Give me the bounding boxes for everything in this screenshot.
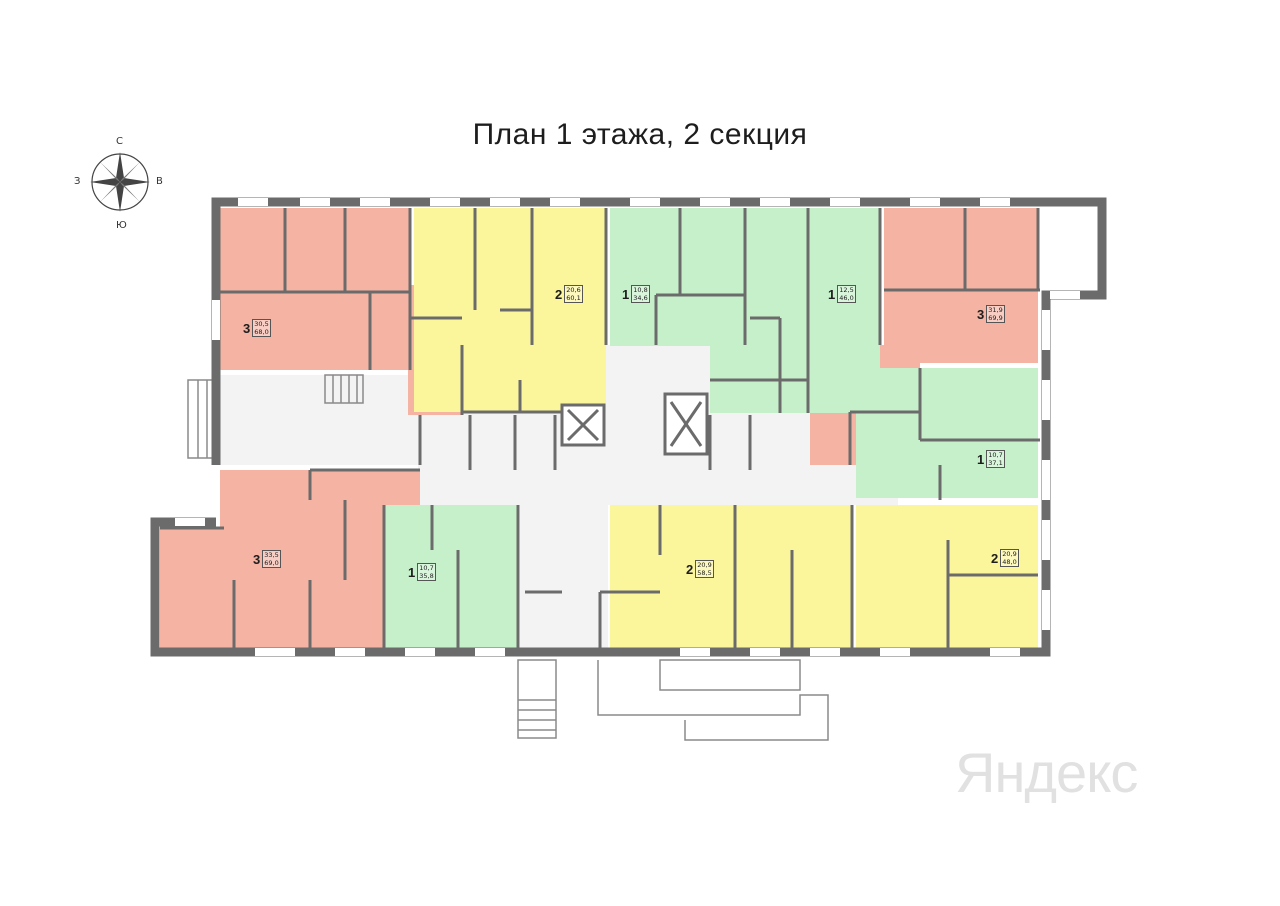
compass-north-label: С [116,136,123,147]
compass-east-label: В [156,176,163,187]
compass-rose-icon [90,152,150,212]
compass-south-label: Ю [116,220,127,231]
interior-walls [160,208,1040,650]
watermark: Яндекс [955,741,1138,804]
elevator-shafts [560,392,709,456]
two-room-apartments [414,208,1038,650]
compass-west-label: З [74,176,81,187]
staircase [324,374,364,404]
plan-title: План 1 этажа, 2 секция [472,118,808,151]
entrance-porch [517,659,829,741]
windows [175,198,1080,656]
